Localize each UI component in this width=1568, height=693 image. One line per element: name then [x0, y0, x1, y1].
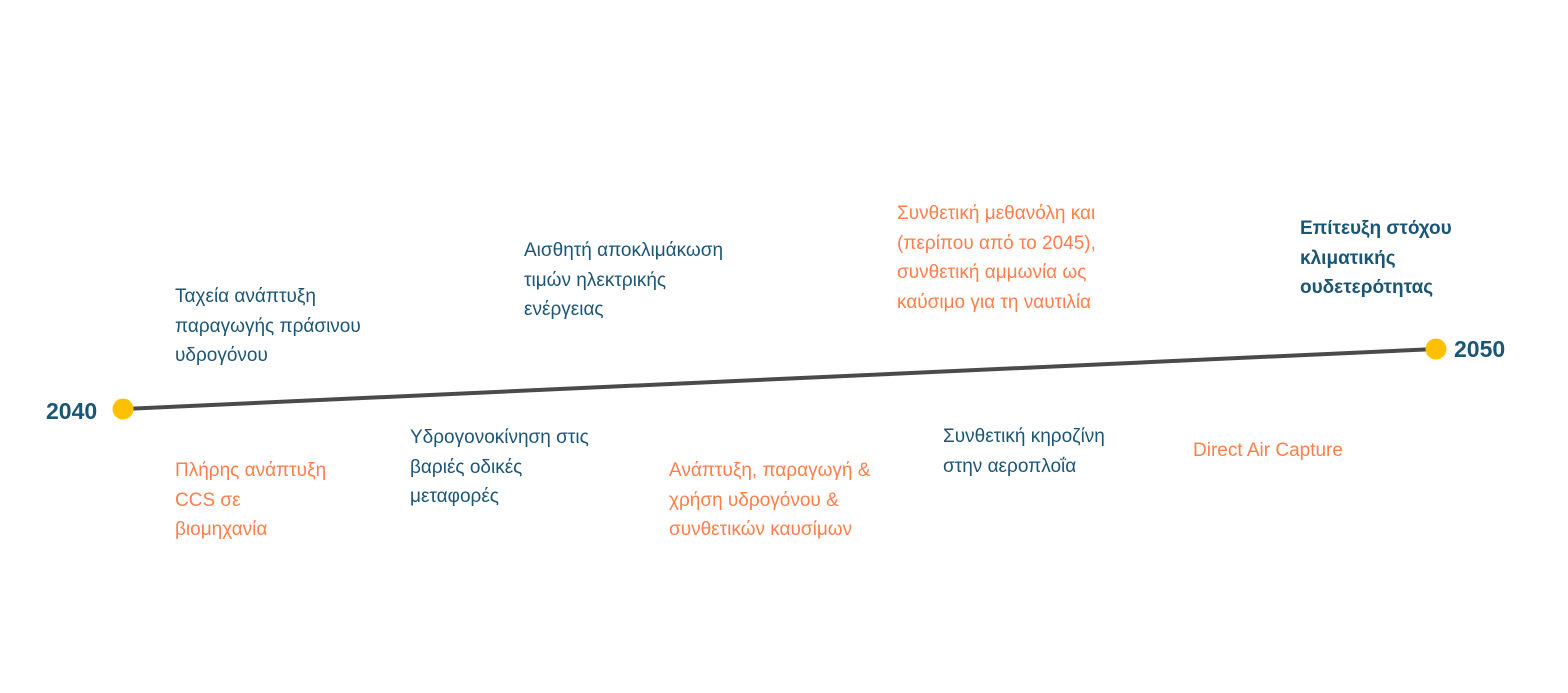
text-line: υδρογόνου — [175, 345, 268, 366]
text-line: Συνθετική μεθανόλη και — [897, 203, 1096, 224]
start-milestone-dot — [112, 398, 134, 420]
milestone-ccs-industry: Πλήρης ανάπτυξη CCS σε βιομηχανία — [175, 456, 326, 545]
text-line: Αισθητή αποκλιμάκωση — [524, 240, 724, 261]
text-line: Direct Air Capture — [1193, 440, 1343, 461]
text-line: Πλήρης ανάπτυξη — [175, 460, 327, 481]
text-line: (περίπου από το 2045), — [897, 232, 1096, 254]
text-line: CCS σε — [175, 489, 241, 511]
end-year-label: 2050 — [1454, 336, 1506, 362]
milestone-electricity-prices: Αισθητή αποκλιμάκωση τιμών ηλεκτρικής εν… — [524, 236, 723, 325]
text-line: παραγωγής πράσινου — [175, 315, 361, 337]
text-line: βαριές οδικές — [410, 456, 523, 478]
text-line: συνθετική αμμωνία ως — [897, 262, 1087, 283]
text-line: Συνθετική κηροζίνη — [943, 426, 1105, 447]
text-line: τιμών ηλεκτρικής — [524, 269, 667, 291]
milestone-synthetic-methanol: Συνθετική μεθανόλη και (περίπου από το 2… — [897, 199, 1096, 317]
text-line: κλιματικής — [1300, 247, 1396, 269]
milestone-synthetic-fuels: Ανάπτυξη, παραγωγή & χρήση υδρογόνου & σ… — [669, 456, 870, 545]
milestone-direct-air-capture: Direct Air Capture — [1193, 436, 1343, 466]
milestone-synthetic-kerosene: Συνθετική κηροζίνη στην αεροπλοΐα — [943, 422, 1105, 481]
start-year-label: 2040 — [46, 398, 98, 424]
text-line: Ανάπτυξη, παραγωγή & — [669, 460, 871, 481]
text-line: στην αεροπλοΐα — [943, 455, 1077, 477]
text-line: συνθετικών καυσίμων — [669, 519, 853, 540]
end-milestone-dot — [1425, 338, 1447, 360]
text-line: Επίτευξη στόχου — [1300, 218, 1452, 239]
text-line: βιομηχανία — [175, 519, 268, 540]
text-line: χρήση υδρογόνου & — [669, 489, 839, 511]
milestone-green-hydrogen: Ταχεία ανάπτυξη παραγωγής πράσινου υδρογ… — [175, 282, 361, 371]
timeline-axis — [122, 347, 1437, 411]
text-line: καύσιμο για τη ναυτιλία — [897, 291, 1092, 313]
text-line: Υδρογονοκίνηση στις — [410, 427, 589, 448]
text-line: μεταφορές — [410, 486, 499, 507]
text-line: ουδετερότητας — [1300, 277, 1434, 298]
milestone-climate-neutrality: Επίτευξη στόχου κλιματικής ουδετερότητας — [1300, 214, 1452, 303]
text-line: Ταχεία ανάπτυξη — [175, 286, 316, 307]
text-line: ενέργειας — [524, 299, 604, 320]
milestone-hydrogen-transport: Υδρογονοκίνηση στις βαριές οδικές μεταφο… — [410, 423, 589, 512]
